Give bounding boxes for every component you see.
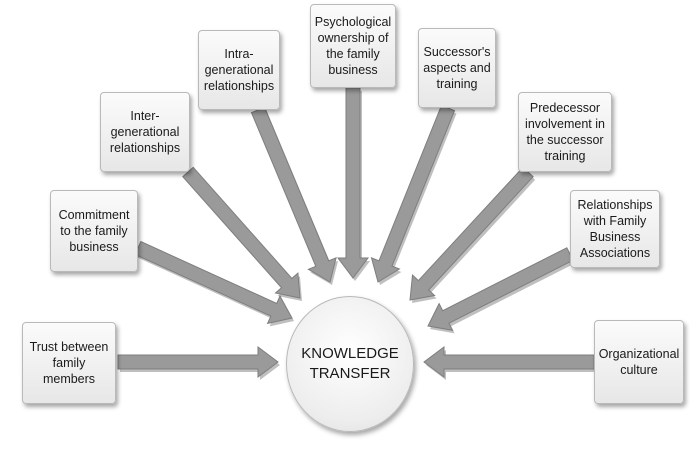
arrow-intra: [250, 106, 337, 283]
factor-inter-generational-relationships: Inter- generational relationships: [100, 92, 190, 172]
factor-organizational-culture: Organizational culture: [594, 320, 684, 404]
arrow-predecessor: [409, 166, 534, 301]
arrow-commitment: [134, 240, 293, 325]
factor-successor-aspects-and-training: Successor's aspects and training: [418, 28, 496, 108]
arrow-successor: [370, 104, 456, 283]
factor-predecessor-involvement: Predecessor involvement in the successor…: [518, 92, 612, 172]
factor-commitment-to-family-business: Commitment to the family business: [50, 190, 138, 272]
factor-trust-between-family-members: Trust between family members: [22, 322, 116, 404]
arrow-inter: [182, 166, 301, 299]
arrow-associations: [427, 247, 574, 331]
knowledge-transfer-circle: KNOWLEDGE TRANSFER: [286, 296, 414, 432]
factor-psychological-ownership: Psychological ownership of the family bu…: [310, 4, 396, 88]
arrow-trust: [117, 346, 279, 378]
factor-relationships-with-associations: Relationships with Family Business Assoc…: [570, 190, 660, 268]
arrow-psych: [337, 87, 369, 279]
arrow-culture: [423, 346, 595, 378]
factor-intra-generational-relationships: Intra- generational relationships: [198, 30, 280, 110]
